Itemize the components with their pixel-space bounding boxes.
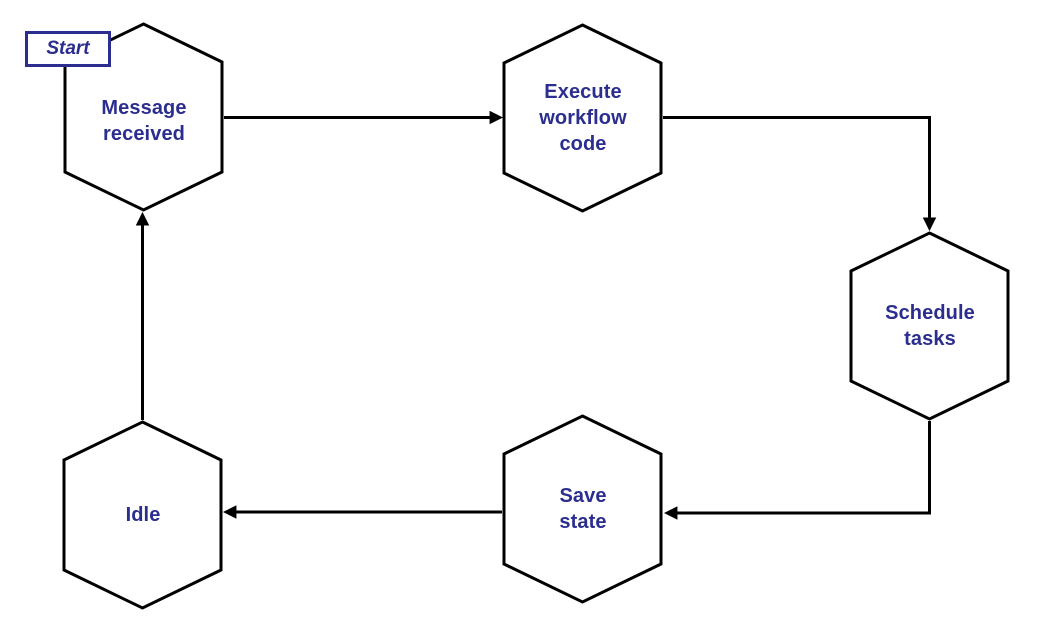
- node-label-save-state: Save state: [559, 485, 607, 533]
- node-label-schedule-tasks: Schedule tasks: [885, 302, 975, 350]
- node-label-message-received: Message received: [101, 97, 187, 145]
- node-label-idle: Idle: [125, 504, 161, 526]
- hexagon-idle: [62, 420, 223, 610]
- edge-schedule-tasks-to-save-state: [663, 421, 931, 520]
- hexagon-execute-workflow-code: [502, 23, 663, 213]
- node-label-execute-workflow-code: Execute workflow code: [539, 81, 627, 155]
- start-badge: Start: [25, 31, 111, 67]
- edge-execute-to-schedule-tasks: [663, 116, 937, 232]
- hexagon-schedule-tasks: [849, 231, 1010, 421]
- hexagon-save-state: [502, 414, 663, 604]
